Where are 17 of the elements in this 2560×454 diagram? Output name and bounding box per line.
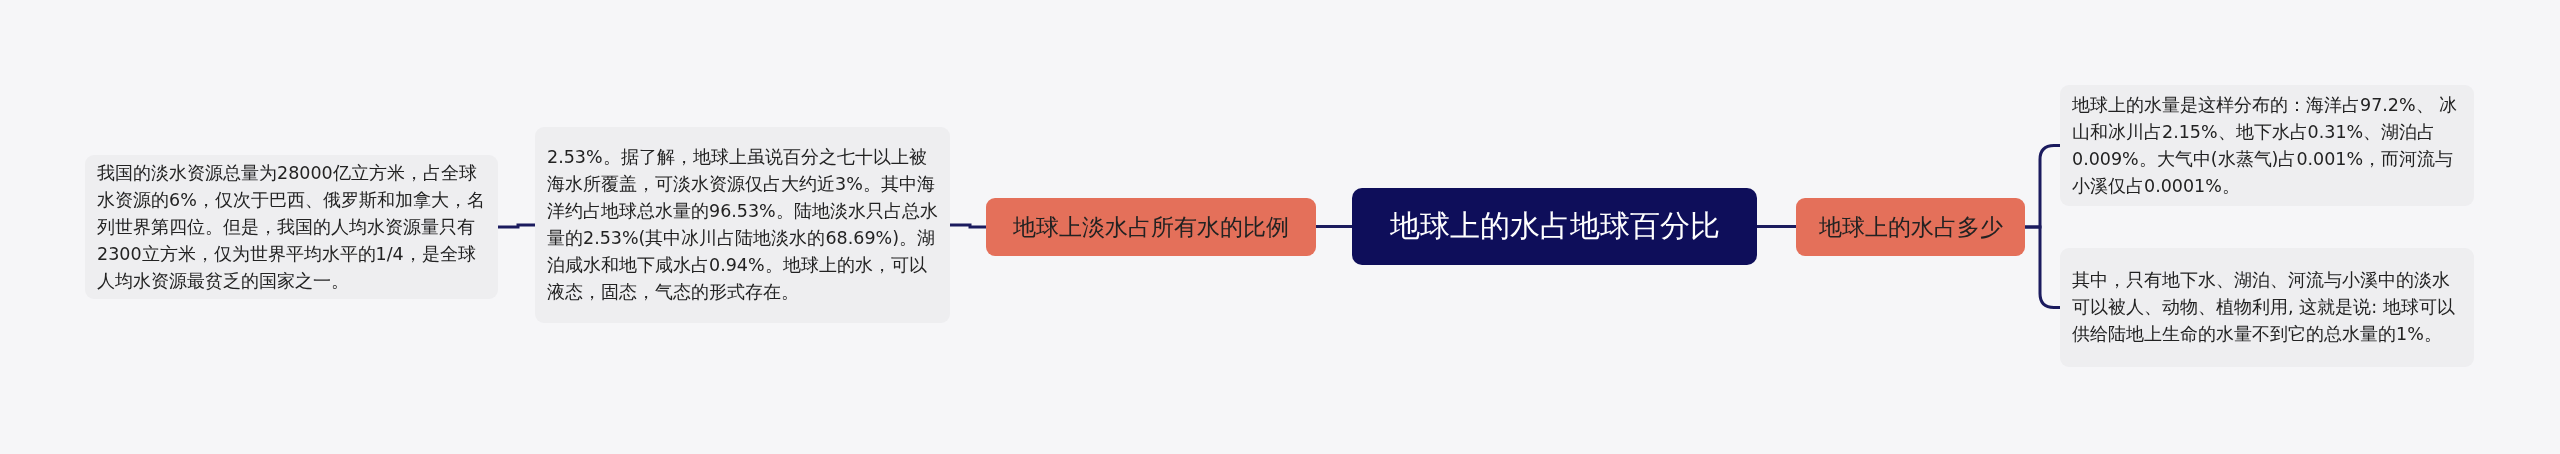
topic-box	[986, 198, 1316, 256]
central-topic	[1352, 188, 1757, 265]
topic-label: 地球上的水占地球百分比	[1389, 207, 1720, 245]
note-card	[2060, 248, 2474, 367]
topic-label: 地球上淡水占所有水的比例	[1013, 212, 1289, 242]
topic-box	[1796, 198, 2025, 256]
note-card	[535, 127, 950, 323]
connector-line	[1757, 225, 1796, 228]
note-text: 其中，只有地下水、湖泊、河流与小溪中的淡水可以被人、动物、植物利用, 这就是说: 地球可以供给陆地上生命的水量不到它的总水量的1%。	[2072, 269, 2456, 346]
note-card	[2060, 85, 2474, 206]
note-text: 我国的淡水资源总量为28000亿立方米，占全球水资源的6%，仅次于巴西、俄罗斯和加拿大，名列世界第四位。但是，我国的人均水资源量只有2300立方米，仅为世界平均水平的1/4，是全球人均水资源最贫乏的国家之一。	[97, 161, 486, 293]
connector-line	[950, 223, 986, 229]
note-text: 2.53%。据了解，地球上虽说百分之七十以上被海水所覆盖，可淡水资源仅占大约近3%。其中海洋约占地球总水量的96.53%。陆地淡水只占总水量的2.53%(其中冰川占陆地淡水的68.69%)。湖泊咸水和地下咸水占0.94%。地球上的水，可以液态，固态，气态的形式存在。	[547, 146, 938, 304]
connector-line	[1316, 225, 1352, 228]
connector-line	[498, 223, 535, 229]
topic-label: 地球上的水占多少	[1818, 212, 2003, 242]
note-text: 地球上的水量是这样分布的：海洋占97.2%、 冰山和冰川占2.15%、地下水占0.31%、湖泊占0.009%。大气中(水蒸气)占0.001%，而河流与小溪仅占0.0001%。	[2072, 93, 2459, 198]
